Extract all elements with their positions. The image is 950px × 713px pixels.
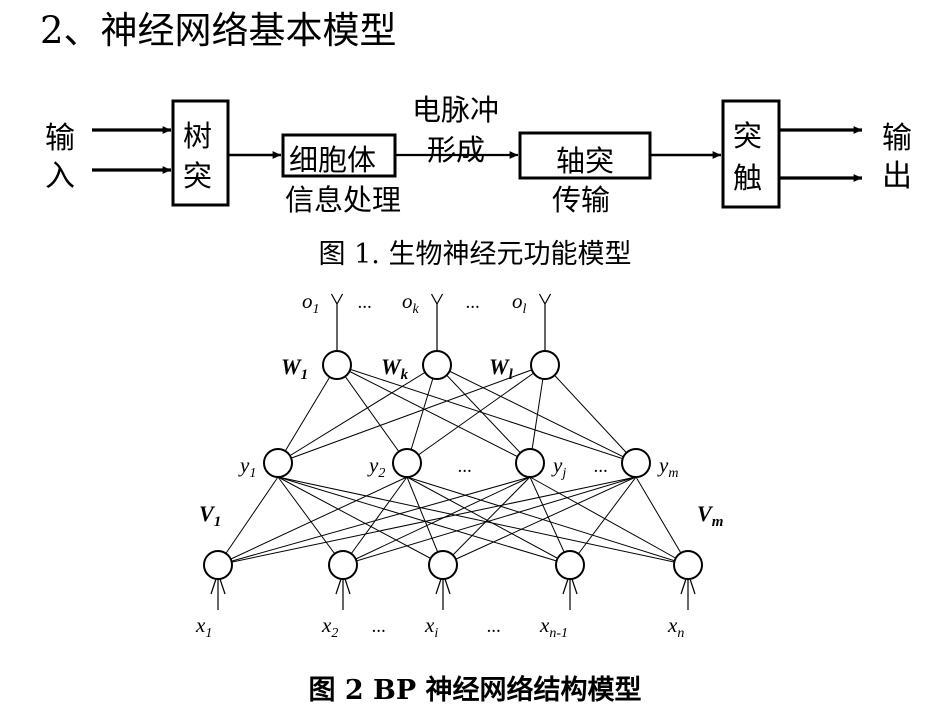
figure-biological-neuron: 输 入 输 出 树 突 细胞体 信息处理 电脉冲 形成 轴突 传输 突 触 — [45, 93, 912, 217]
output-label-char-2: 出 — [882, 159, 912, 194]
output-arrows-network — [337, 304, 545, 351]
label-input-xi: xi — [424, 613, 438, 641]
ellipsis-input-2: ... — [487, 616, 501, 637]
node-hidden-2 — [392, 448, 422, 478]
label-weight-Vm: Vm — [697, 501, 723, 530]
label-hidden-ym: ym — [657, 453, 678, 481]
edge-label-impulse-line1: 电脉冲 — [412, 93, 499, 127]
input-layer-nodes — [203, 550, 703, 580]
ellipsis-hidden-2: ... — [594, 456, 608, 477]
sublabel-axon: 传输 — [552, 183, 610, 217]
node-hidden-m — [621, 448, 651, 478]
label-input-xn: xn — [667, 613, 684, 641]
node-output-k — [422, 350, 452, 380]
ellipsis-output-2: ... — [466, 292, 480, 313]
box-label-dendrite-2: 突 — [183, 159, 212, 193]
input-label-char-2: 入 — [45, 159, 75, 194]
node-output-l — [530, 350, 560, 380]
label-hidden-y2: y2 — [367, 453, 385, 481]
label-weight-Wk: Wk — [381, 354, 409, 383]
box-label-synapse-2: 触 — [733, 161, 762, 195]
output-label-char-1: 输 — [882, 121, 912, 156]
label-weight-W1: W1 — [281, 354, 308, 383]
box-label-synapse-1: 突 — [733, 119, 762, 153]
node-input-2 — [328, 550, 358, 580]
label-hidden-yj: yj — [551, 453, 566, 481]
edges-hidden-to-output — [277, 364, 637, 464]
label-input-xn-1: xn-1 — [539, 613, 568, 641]
label-input-x1: x1 — [195, 613, 212, 641]
label-output-ol: ol — [512, 289, 527, 317]
ellipsis-input-1: ... — [372, 616, 386, 637]
output-layer-nodes — [322, 350, 560, 380]
input-arrows — [92, 126, 172, 174]
ellipsis-output-1: ... — [358, 292, 372, 313]
node-input-i — [428, 550, 458, 580]
label-hidden-y1: y1 — [238, 453, 256, 481]
node-output-1 — [322, 350, 352, 380]
node-hidden-1 — [263, 448, 293, 478]
figure-bp-network: o1 ok ol ... ... W1 Wk Wl — [195, 289, 723, 641]
box-label-dendrite-1: 树 — [183, 119, 212, 153]
input-arrows-network — [210, 579, 696, 610]
edges-input-to-hidden — [217, 476, 689, 566]
node-input-1 — [203, 550, 233, 580]
node-input-n-1 — [555, 550, 585, 580]
node-hidden-j — [515, 448, 545, 478]
edge-label-impulse-line2: 形成 — [427, 133, 485, 167]
box-dendrite — [171, 99, 230, 207]
input-label-char-1: 输 — [45, 121, 75, 156]
box-synapse — [721, 99, 781, 209]
figure2-caption: 图 2 BP 神经网络结构模型 — [308, 675, 642, 706]
box-label-axon: 轴突 — [556, 144, 614, 178]
label-output-o1: o1 — [302, 289, 320, 317]
figure1-caption: 图 1. 生物神经元功能模型 — [318, 239, 632, 270]
label-weight-Wl: Wl — [489, 354, 514, 383]
hidden-layer-nodes — [263, 448, 651, 478]
node-input-n — [673, 550, 703, 580]
output-arrows — [779, 126, 863, 182]
sublabel-soma: 信息处理 — [285, 183, 401, 217]
label-output-ok: ok — [402, 289, 420, 317]
label-input-x2: x2 — [321, 613, 338, 641]
box-label-soma: 细胞体 — [289, 143, 376, 177]
box-axon — [518, 131, 652, 180]
ellipsis-hidden-1: ... — [458, 456, 472, 477]
page-title: 2、神经网络基本模型 — [40, 9, 397, 52]
label-weight-V1: V1 — [199, 501, 221, 530]
